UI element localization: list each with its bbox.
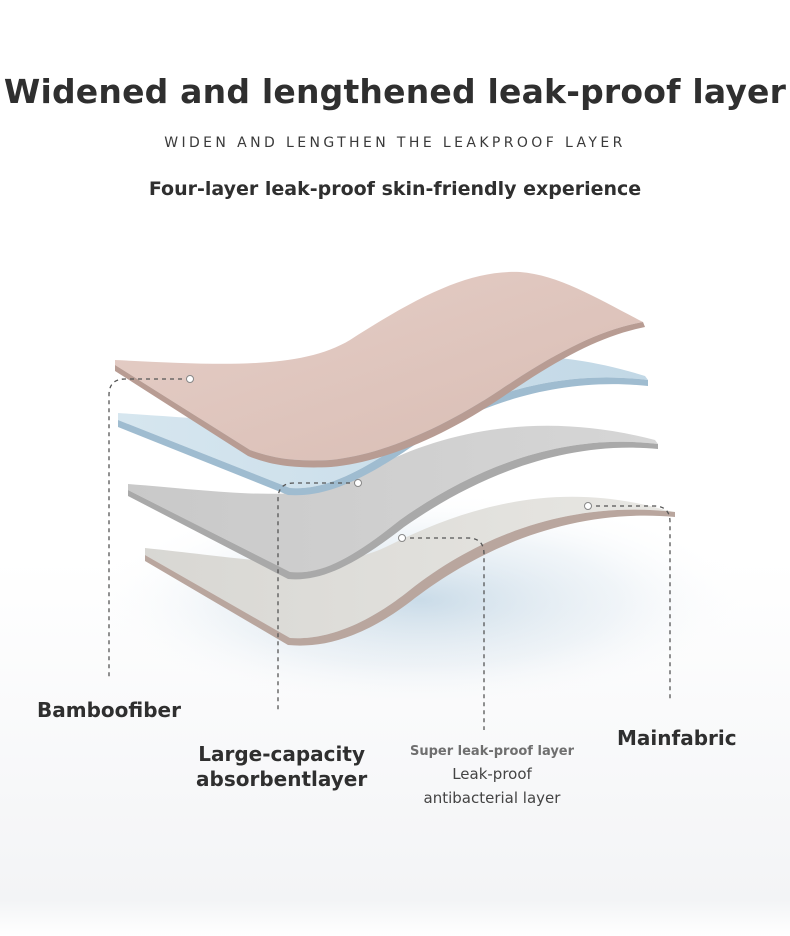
label-absorbent-line2: absorbentlayer: [196, 767, 368, 791]
label-absorbent-layer: Large-capacity absorbentlayer: [196, 742, 367, 792]
label-absorbent-line1: Large-capacity: [198, 742, 365, 766]
page-subtitle: WIDEN AND LENGTHEN THE LEAKPROOF LAYER: [164, 135, 626, 151]
leader-lines: [108, 378, 671, 730]
leader-dots: [186, 375, 592, 542]
label-leak-proof-line1: Leak-proof: [452, 765, 532, 783]
layer-leak-proof: [128, 425, 658, 580]
label-bamboo-fiber: Bamboofiber: [37, 698, 181, 722]
layer-bamboo-fiber: [115, 271, 645, 468]
label-leak-proof-layer: Super leak-proof layer Leak-proof antiba…: [404, 744, 580, 810]
label-main-fabric: Mainfabric: [617, 726, 737, 750]
page-tagline: Four-layer leak-proof skin-friendly expe…: [148, 178, 642, 200]
label-leak-proof-line2: antibacterial layer: [423, 789, 561, 807]
label-leak-proof-small: Super leak-proof layer: [409, 744, 575, 759]
page-title: Widened and lengthened leak-proof layer: [3, 72, 787, 111]
